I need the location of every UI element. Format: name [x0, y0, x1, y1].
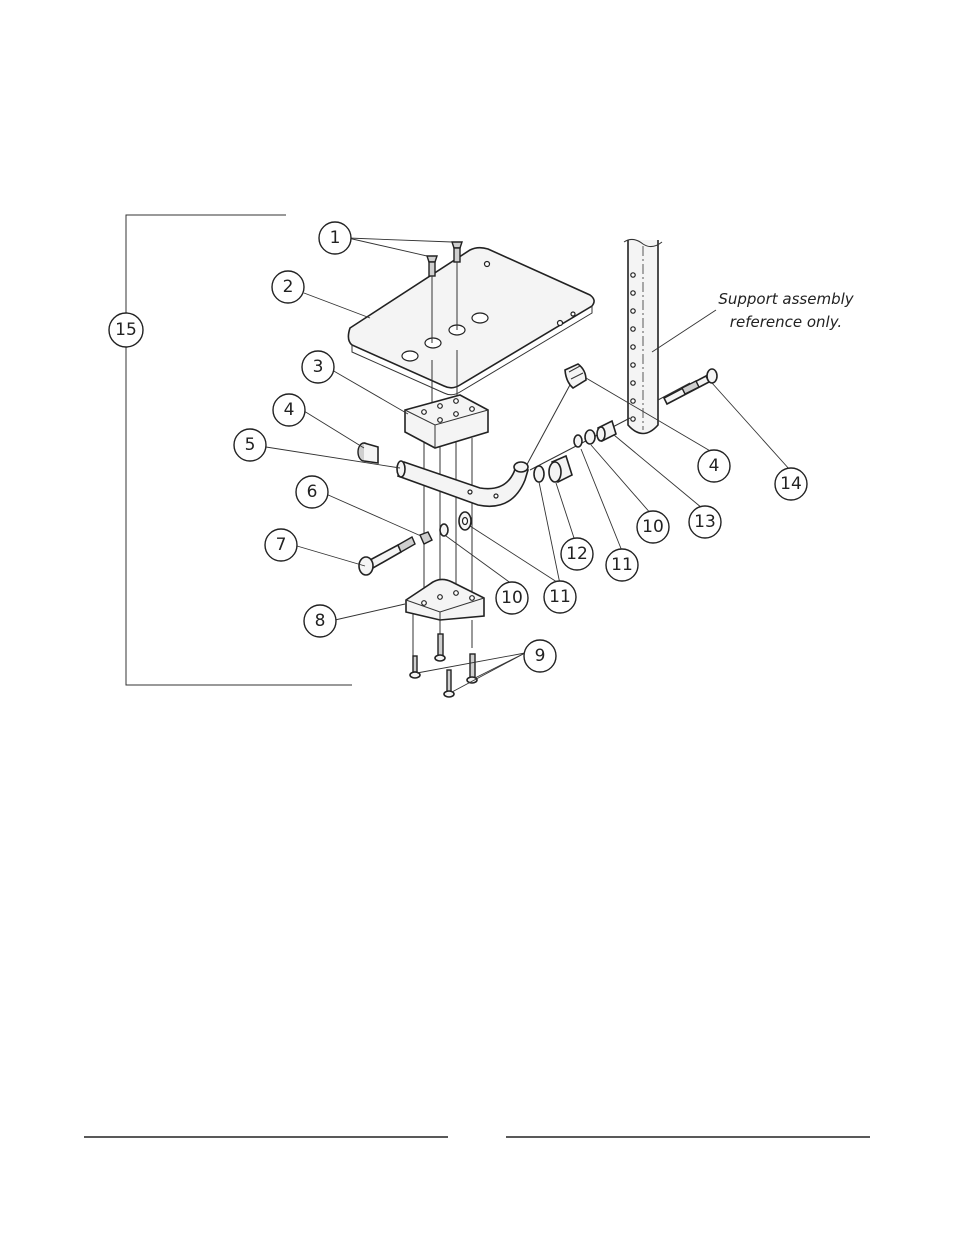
lower-screws: [409, 633, 478, 698]
svg-text:7: 7: [276, 535, 287, 555]
support-tube: [623, 238, 663, 435]
callout-4-right: 4: [697, 449, 731, 483]
callout-5: 5: [233, 428, 267, 462]
svg-text:5: 5: [245, 435, 256, 455]
callout-11-left: 11: [543, 580, 577, 614]
svg-text:9: 9: [535, 646, 546, 666]
footplate: [347, 246, 595, 396]
callout-13: 13: [688, 505, 722, 539]
svg-text:3: 3: [313, 357, 324, 377]
svg-text:15: 15: [115, 320, 137, 340]
callout-6: 6: [295, 475, 329, 509]
note-line-2: reference only.: [730, 313, 842, 331]
svg-text:10: 10: [642, 517, 664, 537]
leader-lines: [265, 237, 791, 693]
detent-pin: [662, 368, 718, 406]
svg-text:1: 1: [330, 228, 341, 248]
end-cap-left: [357, 442, 379, 464]
svg-text:10: 10: [501, 588, 523, 608]
lower-clamp: [405, 578, 485, 621]
svg-text:6: 6: [307, 482, 318, 502]
callout-15: 15: [108, 312, 144, 348]
callout-8: 8: [303, 604, 337, 638]
callout-10-right: 10: [636, 510, 670, 544]
hanger-tube: [396, 460, 529, 507]
assembly-bracket: [125, 214, 352, 686]
callout-10-left: 10: [495, 581, 529, 615]
svg-text:8: 8: [315, 611, 326, 631]
callout-1: 1: [318, 221, 352, 255]
svg-text:12: 12: [566, 544, 588, 564]
left-washers: [439, 511, 472, 537]
end-cap-right: [564, 363, 587, 389]
svg-text:2: 2: [283, 277, 294, 297]
svg-text:4: 4: [709, 456, 720, 476]
bolt-and-nut: [358, 531, 433, 576]
callout-9: 9: [523, 639, 557, 673]
right-hardware: [533, 419, 617, 484]
svg-text:4: 4: [284, 400, 295, 420]
svg-text:11: 11: [549, 587, 571, 607]
plate-screws: [426, 241, 463, 277]
tube-holes: [630, 272, 636, 422]
note-line-1: Support assembly: [718, 290, 854, 308]
callout-11-right: 11: [605, 548, 639, 582]
callout-7: 7: [264, 528, 298, 562]
upper-clamp: [404, 394, 489, 449]
callout-3: 3: [301, 350, 335, 384]
callout-2: 2: [271, 270, 305, 304]
svg-text:14: 14: [780, 474, 802, 494]
svg-text:13: 13: [694, 512, 716, 532]
callout-4-left: 4: [272, 393, 306, 427]
callout-12: 12: [560, 537, 594, 571]
reference-note: Support assembly reference only.: [718, 290, 854, 331]
svg-text:11: 11: [611, 555, 633, 575]
callout-14: 14: [774, 467, 808, 501]
